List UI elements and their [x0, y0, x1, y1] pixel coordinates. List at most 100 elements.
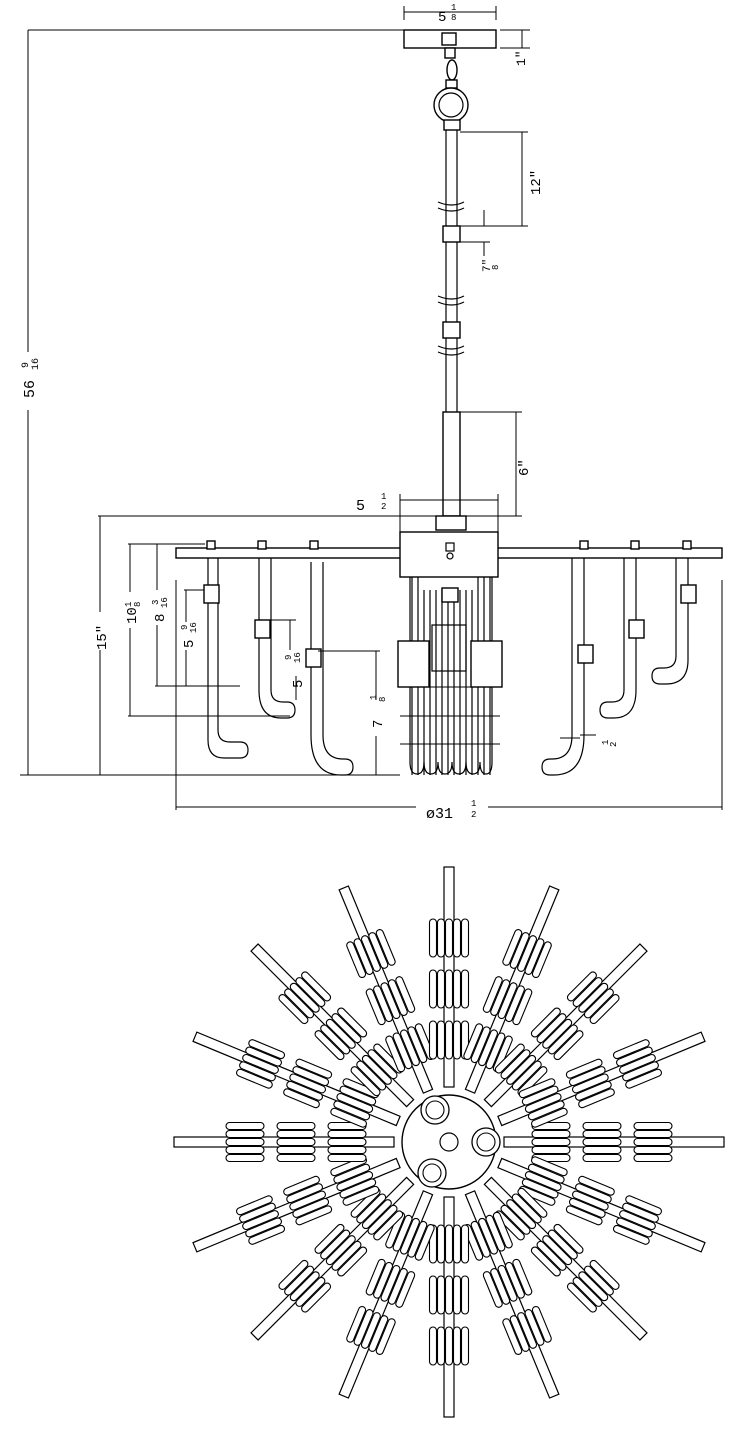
dim-frac: 8 [451, 13, 456, 23]
crystal-pad-group [276, 1121, 316, 1163]
dim-coupler: 7" [482, 259, 494, 272]
pendant-arm-right-2 [599, 558, 645, 719]
crystal-pad-group [350, 1043, 404, 1097]
dim-frac: 2 [381, 502, 386, 512]
dim-frac: 1 [471, 799, 476, 809]
crystal-pad-group [278, 1259, 332, 1313]
crystal-pad-group [428, 1275, 470, 1315]
dim-arm-5: 7 [371, 720, 387, 728]
crystal-pad-group [582, 1121, 622, 1163]
crystal-pad-group [565, 1175, 615, 1226]
pendant-arm-left-2 [254, 558, 296, 719]
plan-view [173, 866, 725, 1418]
crystal-pad-group [565, 1058, 615, 1109]
crystal-pad-group [236, 1039, 286, 1089]
crystal-pad-group [278, 971, 332, 1025]
canopy-nut [441, 32, 457, 46]
crystal-pad-group [494, 1043, 548, 1097]
dimension-labels: 5 1 8 1" 12" 7" 8 6" 56 9 16 5 1 2 15" 1… [21, 3, 619, 823]
dim-frac: 2 [609, 742, 619, 747]
plan-spoke [192, 1031, 401, 1128]
dim-frac: 16 [31, 358, 42, 370]
crystal-pad-group [612, 1039, 662, 1089]
plan-spoke [463, 1190, 560, 1399]
plan-spoke [192, 1156, 401, 1253]
dim-frac: 1 [369, 695, 379, 700]
crystal-pad-group [531, 1121, 571, 1163]
pendant-arm-right-3 [651, 558, 697, 685]
dim-tip: 1 [601, 740, 611, 745]
dim-canopy-width: 5 [438, 10, 446, 26]
plan-spoke [428, 866, 470, 1088]
dim-frac: 16 [293, 652, 303, 663]
dim-frac: 9 [284, 655, 294, 660]
dim-overall-height: 56 [22, 380, 39, 398]
dim-body-width: 5 [356, 498, 365, 515]
crystal-pad-group [365, 1258, 416, 1308]
crystal-pad-group [346, 929, 396, 979]
pendant-arm-right-1 [541, 558, 594, 776]
dim-rod-lower: 6" [517, 459, 533, 476]
crystal-pad-group [502, 929, 552, 979]
dim-frac: 1 [451, 3, 456, 13]
crystal-pad-group [518, 1156, 568, 1206]
center-hub [399, 531, 499, 578]
plan-spoke [250, 1176, 415, 1341]
plan-spoke [483, 943, 648, 1108]
crystal-pad-group [463, 1023, 513, 1073]
plan-spoke [250, 943, 415, 1108]
crystal-pad-group [330, 1156, 380, 1206]
dim-frac: 9 [21, 362, 32, 368]
crystal-pad-group [566, 1259, 620, 1313]
crystal-pad-group [428, 1224, 470, 1264]
plan-spoke [338, 885, 435, 1094]
dim-frac: 1 [381, 492, 386, 502]
dim-frac: 16 [189, 622, 199, 633]
plan-spoke [483, 1176, 648, 1341]
dim-arm-4: 5 [291, 680, 307, 688]
dim-frac: 16 [160, 597, 170, 608]
body-neck [435, 515, 467, 531]
crystal-pad-group [566, 971, 620, 1025]
crystal-pad-group [482, 976, 533, 1026]
crystal-pad-group [518, 1078, 568, 1128]
crystal-pad-group [530, 1223, 584, 1277]
center-crystal-cluster [397, 577, 503, 775]
crystal-pad-group [428, 1326, 470, 1366]
dim-rod-upper: 12" [529, 170, 545, 195]
dim-frac: 8 [133, 602, 143, 607]
crystal-pad-group [236, 1195, 286, 1245]
crystal-pad-group [283, 1175, 333, 1226]
crystal-pad-group [350, 1187, 404, 1241]
crystal-pad-group [314, 1223, 368, 1277]
dimension-lines [20, 6, 723, 810]
dim-diameter: ø31 [426, 806, 453, 823]
plan-spoke [497, 1156, 706, 1253]
dim-arm-1: 10 [125, 607, 141, 624]
downrod [437, 130, 465, 517]
dim-frac: 8 [378, 697, 388, 702]
plan-center-cap [439, 1132, 459, 1152]
dim-frac: 9 [180, 625, 190, 630]
crystal-pad-group [633, 1121, 673, 1163]
crystal-pad-group [428, 918, 470, 958]
plan-spoke [428, 1196, 470, 1418]
arm-posts [206, 540, 692, 550]
crystal-pad-group [494, 1187, 548, 1241]
dim-arm-3: 5 [182, 640, 198, 648]
dim-frac: 3 [151, 600, 161, 605]
crystal-pad-group [327, 1121, 367, 1163]
rod-coupler-1 [442, 225, 461, 243]
plan-spoke [173, 1121, 395, 1163]
crystal-pad-group [385, 1023, 435, 1073]
dim-frac: 2 [471, 810, 476, 820]
dim-arm-2: 8 [153, 614, 169, 622]
crystal-pad-group [225, 1121, 265, 1163]
crystal-pad-group [428, 1020, 470, 1060]
dim-canopy-height: 1" [514, 50, 529, 66]
hook [446, 59, 458, 81]
rod-coupler-2 [442, 321, 461, 339]
dim-frac: 8 [491, 265, 501, 270]
hook-collar [445, 79, 458, 89]
crystal-pad-group [612, 1195, 662, 1245]
